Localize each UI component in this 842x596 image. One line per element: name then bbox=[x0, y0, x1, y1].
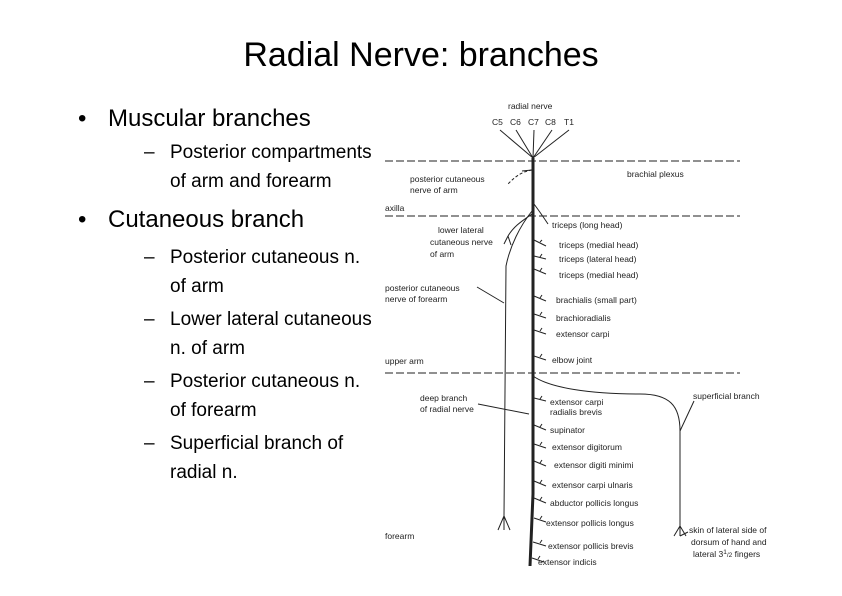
lower-lateral-label: lower lateral bbox=[438, 225, 484, 235]
muscle-label: extensor carpi bbox=[556, 329, 609, 339]
muscle-label: triceps (long head) bbox=[552, 220, 623, 230]
muscle-label: extensor carpi ulnaris bbox=[552, 480, 633, 490]
root-t1: T1 bbox=[564, 117, 574, 127]
muscle-label: triceps (medial head) bbox=[559, 270, 639, 280]
post-cut-forearm-label-2: nerve of forearm bbox=[385, 294, 447, 304]
nerve-roots bbox=[499, 129, 570, 159]
slide-title: Radial Nerve: branches bbox=[243, 36, 599, 74]
muscle-label: extensor digiti minimi bbox=[554, 460, 633, 470]
bullet-text: Cutaneous branch bbox=[108, 206, 305, 233]
post-cut-arm-label-2: nerve of arm bbox=[410, 185, 458, 195]
root-c6: C6 bbox=[510, 117, 521, 127]
muscle-label: brachioradialis bbox=[556, 313, 611, 323]
sub-bullet: Posterior compartments of arm and forear… bbox=[108, 138, 378, 196]
muscle-label: extensor indicis bbox=[538, 557, 597, 567]
brachial-plexus-label: brachial plexus bbox=[627, 169, 684, 179]
root-c7: C7 bbox=[528, 117, 539, 127]
lower-lateral-label-2: cutaneous nerve bbox=[430, 237, 493, 247]
root-c5: C5 bbox=[492, 117, 503, 127]
muscle-label: triceps (lateral head) bbox=[559, 254, 637, 264]
radial-nerve-trunk bbox=[528, 158, 535, 567]
muscle-label: triceps (medial head) bbox=[559, 240, 639, 250]
muscle-label: supinator bbox=[550, 425, 585, 435]
muscle-label: extensor pollicis longus bbox=[546, 518, 634, 528]
bullet-list: Muscular branches Posterior compartments… bbox=[78, 104, 378, 487]
root-label: radial nerve bbox=[508, 101, 553, 111]
upper-arm-label: upper arm bbox=[385, 356, 424, 366]
skin-label-2: dorsum of hand and bbox=[691, 537, 767, 547]
bullet-text: Muscular branches bbox=[108, 105, 311, 132]
sub-bullet: Lower lateral cutaneous n. of arm bbox=[108, 305, 378, 363]
radial-nerve-diagram: radial nerve C5 C6 C7 C8 T1 brachial ple… bbox=[385, 101, 767, 567]
skin-label-3: lateral 31/2 fingers bbox=[693, 549, 760, 559]
muscle-label: extensor pollicis brevis bbox=[548, 541, 634, 551]
post-cut-arm-label: posterior cutaneous bbox=[410, 174, 485, 184]
muscle-label: extensor digitorum bbox=[552, 442, 622, 452]
axilla-label: axilla bbox=[385, 203, 405, 213]
deep-branch-label-2: of radial nerve bbox=[420, 404, 474, 414]
post-cut-forearm-label: posterior cutaneous bbox=[385, 283, 460, 293]
bullet-muscular: Muscular branches Posterior compartments… bbox=[78, 104, 378, 196]
muscle-label: radialis brevis bbox=[550, 407, 602, 417]
sub-list: Posterior compartments of arm and forear… bbox=[108, 138, 378, 196]
muscle-label: brachialis (small part) bbox=[556, 295, 637, 305]
muscle-label: abductor pollicis longus bbox=[550, 498, 638, 508]
sub-bullet: Superficial branch of radial n. bbox=[108, 429, 378, 487]
lower-lateral-label-3: of arm bbox=[430, 249, 454, 259]
sub-bullet: Posterior cutaneous n. of arm bbox=[108, 243, 378, 301]
muscle-label: extensor carpi bbox=[550, 397, 603, 407]
root-c8: C8 bbox=[545, 117, 556, 127]
skin-label: skin of lateral side of bbox=[689, 525, 767, 535]
muscle-label: elbow joint bbox=[552, 355, 593, 365]
forearm-label: forearm bbox=[385, 531, 414, 541]
bullet-cutaneous: Cutaneous branch Posterior cutaneous n. … bbox=[78, 205, 378, 487]
sub-list: Posterior cutaneous n. of arm Lower late… bbox=[108, 243, 378, 487]
muscular-twigs bbox=[531, 203, 549, 563]
superficial-branch-label: superficial branch bbox=[693, 391, 760, 401]
sub-bullet: Posterior cutaneous n. of forearm bbox=[108, 367, 378, 425]
deep-branch-label: deep branch bbox=[420, 393, 468, 403]
